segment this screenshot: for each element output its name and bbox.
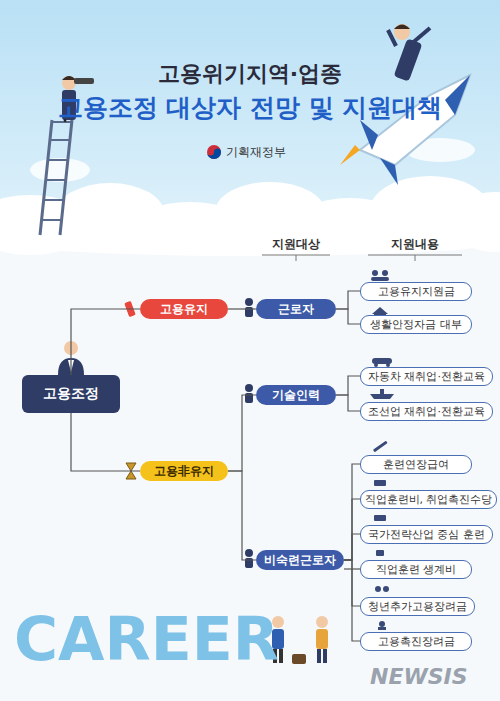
node-text: 고용촉진장려금 [378, 634, 455, 649]
support-box: 훈련연장급여 [360, 455, 472, 474]
support-box: 직업훈련 생계비 [360, 560, 472, 579]
support-box: 자동차 재취업·전환교육 [360, 367, 493, 386]
ground [0, 230, 500, 701]
tree-connector [344, 534, 360, 560]
tree-connector [71, 309, 140, 375]
support-box: 고용촉진장려금 [360, 632, 472, 651]
node-text: 직업훈련비, 취업촉진수당 [365, 492, 493, 507]
node-text: 생활안정자금 대부 [370, 317, 462, 332]
support-box: 생활안정자금 대부 [360, 315, 472, 334]
tree-connector [228, 395, 256, 471]
tree-connector [336, 395, 360, 411]
sky [0, 0, 500, 250]
ministry-logo [207, 145, 221, 159]
support-box: 고용유지지원금 [360, 282, 472, 301]
node-text: 조선업 재취업·전환교육 [368, 404, 485, 419]
target-pill: 근로자 [256, 299, 336, 319]
tree-connector [336, 291, 360, 309]
node-text: 근로자 [278, 301, 314, 318]
tree-connector [228, 471, 256, 560]
column-header: 지원내용 [391, 236, 439, 253]
tree-connector [336, 309, 360, 324]
column-header: 지원대상 [272, 236, 320, 253]
target-pill: 기술인력 [256, 385, 336, 405]
node-text: 고용유지 [160, 301, 208, 318]
watermark: NEWSIS [370, 664, 468, 689]
node-text: 기술인력 [272, 387, 320, 404]
title: 고용위기지역·업종 고용조정 대상자 전망 및 지원대책 [0, 58, 500, 126]
node-icons [58, 298, 253, 568]
support-box: 국가전략산업 중심 훈련 [360, 525, 493, 544]
support-box: 조선업 재취업·전환교육 [360, 402, 493, 421]
clouds [0, 138, 500, 256]
target-pill: 비숙련근로자 [256, 550, 344, 570]
ministry-name: 기획재정부 [226, 144, 286, 161]
decorative-word: CAREER [14, 604, 279, 674]
node-text: 국가전략산업 중심 훈련 [368, 527, 485, 542]
tree-connector [344, 499, 360, 560]
node-text: 고용유지지원금 [378, 284, 455, 299]
tree-connector [336, 376, 360, 395]
support-box: 직업훈련비, 취업촉진수당 [360, 490, 497, 509]
tree-connector [344, 560, 360, 641]
tree-connector [71, 413, 140, 471]
people-figures [272, 616, 328, 664]
support-box: 청년추가고용장려금 [360, 597, 475, 616]
category-pill: 고용유지 [140, 299, 228, 319]
tree-connector [344, 464, 360, 560]
root-box: 고용조정 [22, 375, 120, 413]
node-text: 고용조정 [43, 385, 99, 403]
node-text: 훈련연장급여 [383, 457, 449, 472]
node-text: 직업훈련 생계비 [376, 562, 457, 577]
node-text: 고용非유지 [154, 463, 214, 480]
tree-connector [228, 308, 256, 309]
node-text: 청년추가고용장려금 [368, 599, 467, 614]
column-brackets [262, 255, 462, 261]
node-text: 비숙련근로자 [264, 552, 336, 569]
category-pill: 고용非유지 [140, 461, 228, 481]
node-text: 자동차 재취업·전환교육 [368, 369, 485, 384]
